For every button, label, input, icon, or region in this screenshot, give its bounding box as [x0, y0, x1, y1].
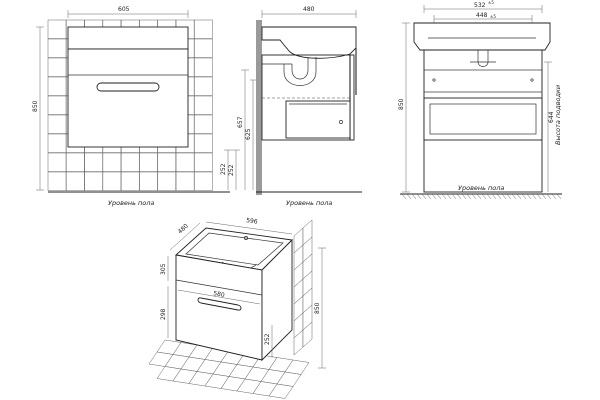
back-floor-label: Уровень пола	[458, 184, 504, 192]
back-drain-height-label: 644	[548, 111, 555, 123]
back-view: 532 ±5 448 ±5 850 644 Высота подводки Ур…	[398, 0, 562, 200]
front-view: 605 850 252 Уровень пола	[32, 6, 232, 207]
wall-tile	[175, 171, 195, 191]
back-inner-tol-label: ±5	[490, 14, 496, 19]
iso-top-height-label: 305	[160, 263, 167, 275]
iso-width-line	[205, 221, 293, 235]
side-siphon	[283, 57, 317, 86]
iso-front-divider	[175, 279, 263, 296]
back-drain-caption: Высота подводки	[554, 85, 562, 145]
wall-tile	[194, 57, 213, 77]
front-height-label: 850	[32, 100, 39, 112]
wall-tile	[194, 95, 213, 115]
wall-tile	[47, 152, 67, 172]
wall-tile	[194, 76, 213, 96]
wall-tile	[66, 171, 85, 191]
front-pipe-label: 252	[220, 163, 227, 175]
front-basin-top	[67, 26, 189, 50]
wall-tile	[47, 114, 67, 134]
side-height-a-label: 657	[237, 116, 244, 128]
back-outer-width-label: 532	[474, 2, 486, 9]
wall-tile	[194, 171, 213, 191]
wall-tile	[302, 321, 313, 348]
iso-depth-line	[169, 222, 201, 251]
iso-view: 596 480 580 305 298 252 850	[148, 217, 326, 399]
iso-basin-bowl	[185, 232, 284, 266]
wall-tile	[47, 57, 67, 77]
wall-tile	[194, 133, 213, 153]
front-width-label: 605	[118, 6, 130, 13]
back-inner-width-label: 448	[476, 12, 488, 19]
back-upper-frame	[423, 69, 543, 93]
wall-tile	[47, 76, 67, 96]
iso-inner-width-label: 580	[213, 290, 226, 299]
iso-wall-tiles	[293, 219, 313, 356]
side-floor-label: Уровень пола	[286, 199, 332, 207]
wall-tile	[120, 171, 140, 191]
wall-tile	[47, 133, 67, 153]
side-handle-icon	[339, 120, 343, 124]
side-cabinet-body	[261, 54, 355, 141]
side-drawer	[285, 100, 351, 139]
wall-tile	[102, 152, 122, 172]
wall-tile	[47, 95, 67, 115]
iso-floor-tiles	[148, 339, 310, 399]
wall-tile	[47, 38, 67, 58]
back-floor-hatch	[401, 193, 562, 200]
iso-total-height-label: 850	[314, 302, 321, 314]
wall-tile	[194, 19, 213, 39]
wall-tile	[120, 152, 140, 172]
side-height-b-label: 625	[245, 128, 252, 140]
iso-cabinet-side	[261, 238, 293, 362]
front-drawer-handle	[96, 82, 160, 92]
wall-tile	[157, 171, 177, 191]
wall-tile	[102, 171, 122, 191]
floor-tile	[268, 383, 294, 399]
iso-drawer-height-label: 298	[160, 308, 167, 320]
wall-tile	[47, 171, 67, 191]
back-drawer	[423, 97, 543, 141]
back-outer-tol-label: ±5	[488, 0, 494, 5]
back-height-label: 850	[398, 98, 405, 110]
side-view: 480 657 625 252 Уровень пола	[228, 6, 362, 207]
wall-tile	[157, 152, 177, 172]
side-wall	[256, 20, 262, 195]
front-floor-label: Уровень пола	[108, 199, 154, 207]
iso-inner-width-line	[177, 289, 261, 305]
side-pipe-label: 252	[228, 164, 235, 176]
wall-tile	[194, 114, 213, 134]
back-basin	[413, 22, 551, 51]
iso-drawer-handle	[197, 297, 242, 311]
iso-pipe-label: 252	[264, 333, 271, 345]
wall-tile	[139, 171, 158, 191]
wall-tile	[194, 152, 213, 172]
iso-tap-hole-icon	[244, 236, 248, 240]
wall-tile	[139, 152, 158, 172]
wall-tile	[84, 152, 103, 172]
iso-width-label: 596	[246, 217, 258, 226]
wall-tile	[84, 171, 103, 191]
side-depth-label: 480	[303, 6, 315, 13]
wall-tile	[47, 19, 67, 39]
front-cabinet-body	[67, 48, 189, 148]
wall-tile	[194, 38, 213, 58]
side-basin	[261, 26, 357, 59]
wall-tile	[175, 152, 195, 172]
wall-tile	[66, 152, 85, 172]
